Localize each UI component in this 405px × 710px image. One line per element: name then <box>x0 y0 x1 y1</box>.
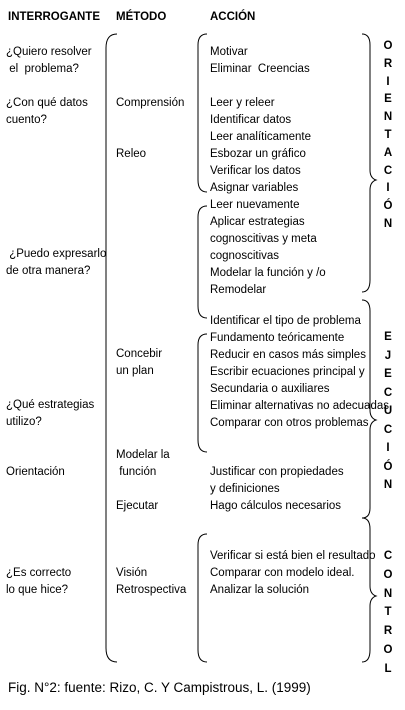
accion-item: Justificar con propiedades <box>210 466 344 478</box>
fase-letter: C <box>383 423 393 436</box>
fase-letter: L <box>384 662 392 675</box>
fase-letter: Ó <box>383 460 393 473</box>
accion-item: Fundamento teóricamente <box>210 332 345 344</box>
accion-item: Identificar el tipo de problema <box>210 315 361 327</box>
fase-letter: R <box>383 57 393 70</box>
brace-ejecucion <box>361 299 378 519</box>
interrogante-orientacion: Orientación <box>6 466 65 478</box>
accion-item: cognoscitivas y meta <box>210 233 317 245</box>
accion-item: Asignar variables <box>210 182 299 194</box>
metodo-ejecutar: Ejecutar <box>116 500 159 512</box>
fase-letter: I <box>386 442 390 454</box>
metodo-releo: Releo <box>116 148 147 160</box>
fase-letter: C <box>383 386 393 399</box>
metodo-comprension: Comprensión <box>116 97 185 109</box>
accion-item: Comparar con modelo ideal. <box>210 567 355 579</box>
brace-orientacion <box>361 33 378 293</box>
brace-control <box>361 517 378 663</box>
interrogante-quiero-resolver: ¿Quiero resolver el problema? <box>6 46 92 75</box>
header-interrogante: INTERROGANTE <box>8 11 100 23</box>
fase-letter: E <box>384 368 392 380</box>
accion-item: cognoscitivas <box>210 250 280 262</box>
fase-letter: E <box>384 93 392 106</box>
fase-letter: N <box>383 217 393 230</box>
fase-letter: N <box>383 111 393 124</box>
fase-letter: O <box>383 643 393 656</box>
accion-group-comprension: Leer y releer Identificar datos Leer ana… <box>210 95 326 299</box>
header-accion: ACCIÓN <box>210 11 256 23</box>
accion-item: Comparar con otros problemas <box>210 417 369 429</box>
fase-letter: J <box>384 349 392 362</box>
fase-letter: O <box>383 568 393 581</box>
accion-item: Verificar los datos <box>210 165 301 177</box>
accion-item: Esbozar un gráfico <box>210 148 306 160</box>
fase-letter: C <box>383 550 393 562</box>
fase-letter: Ó <box>383 200 393 213</box>
accion-item: Hago cálculos necesarios <box>210 500 342 512</box>
fase-letter: N <box>383 479 393 491</box>
brace-accion-1 <box>197 33 208 193</box>
accion-group-justificar: Justificar con propiedades y definicione… <box>210 464 344 515</box>
accion-group-motivacion: Motivar Eliminar Creencias <box>210 44 310 78</box>
fase-letter: U <box>383 405 393 417</box>
accion-item: y definiciones <box>210 483 280 495</box>
fase-letter: T <box>384 606 392 619</box>
fase-letter: C <box>383 164 393 177</box>
metodo-modelar-funcion: Modelar la función <box>116 449 170 478</box>
fase-letter: R <box>383 625 393 638</box>
accion-item: Verificar si está bien el resultado <box>210 550 376 562</box>
accion-item: Leer y releer <box>210 97 275 109</box>
accion-item: Motivar <box>210 46 248 58</box>
fase-letter: E <box>384 331 392 343</box>
fase-letter: A <box>383 146 393 159</box>
fase-letter: O <box>383 40 393 52</box>
brace-metodo-left <box>105 33 118 663</box>
accion-group-ejecucion: Identificar el tipo de problema Fundamen… <box>210 313 389 432</box>
accion-item: Secundaria o auxiliares <box>210 383 330 395</box>
accion-item: Identificar datos <box>210 114 292 126</box>
accion-item: Analizar la solución <box>210 584 310 596</box>
accion-item: Eliminar Creencias <box>210 63 310 75</box>
accion-item: Leer analíticamente <box>210 131 312 143</box>
accion-item: Aplicar estrategias <box>210 216 305 228</box>
accion-item: Remodelar <box>210 284 267 296</box>
figure-caption: Fig. N°2: fuente: Rizo, C. Y Campistrous… <box>8 680 311 695</box>
brace-accion-2 <box>197 205 208 319</box>
brace-accion-4 <box>197 533 208 663</box>
accion-group-control: Verificar si está bien el resultado Comp… <box>210 548 376 599</box>
header-metodo: MÉTODO <box>116 11 167 23</box>
accion-item: Modelar la función y /o <box>210 267 326 279</box>
accion-item: Escribir ecuaciones principal y <box>210 366 365 378</box>
accion-item: Leer nuevamente <box>210 199 300 211</box>
accion-item: Reducir en casos más simples <box>210 349 366 361</box>
fase-letter: I <box>386 182 390 195</box>
fase-letter: N <box>383 587 393 600</box>
accion-item: Eliminar alternativas no adecuadas <box>210 400 389 412</box>
fase-letter: T <box>384 128 392 141</box>
brace-accion-3 <box>197 333 208 453</box>
fase-letter: I <box>386 75 390 88</box>
